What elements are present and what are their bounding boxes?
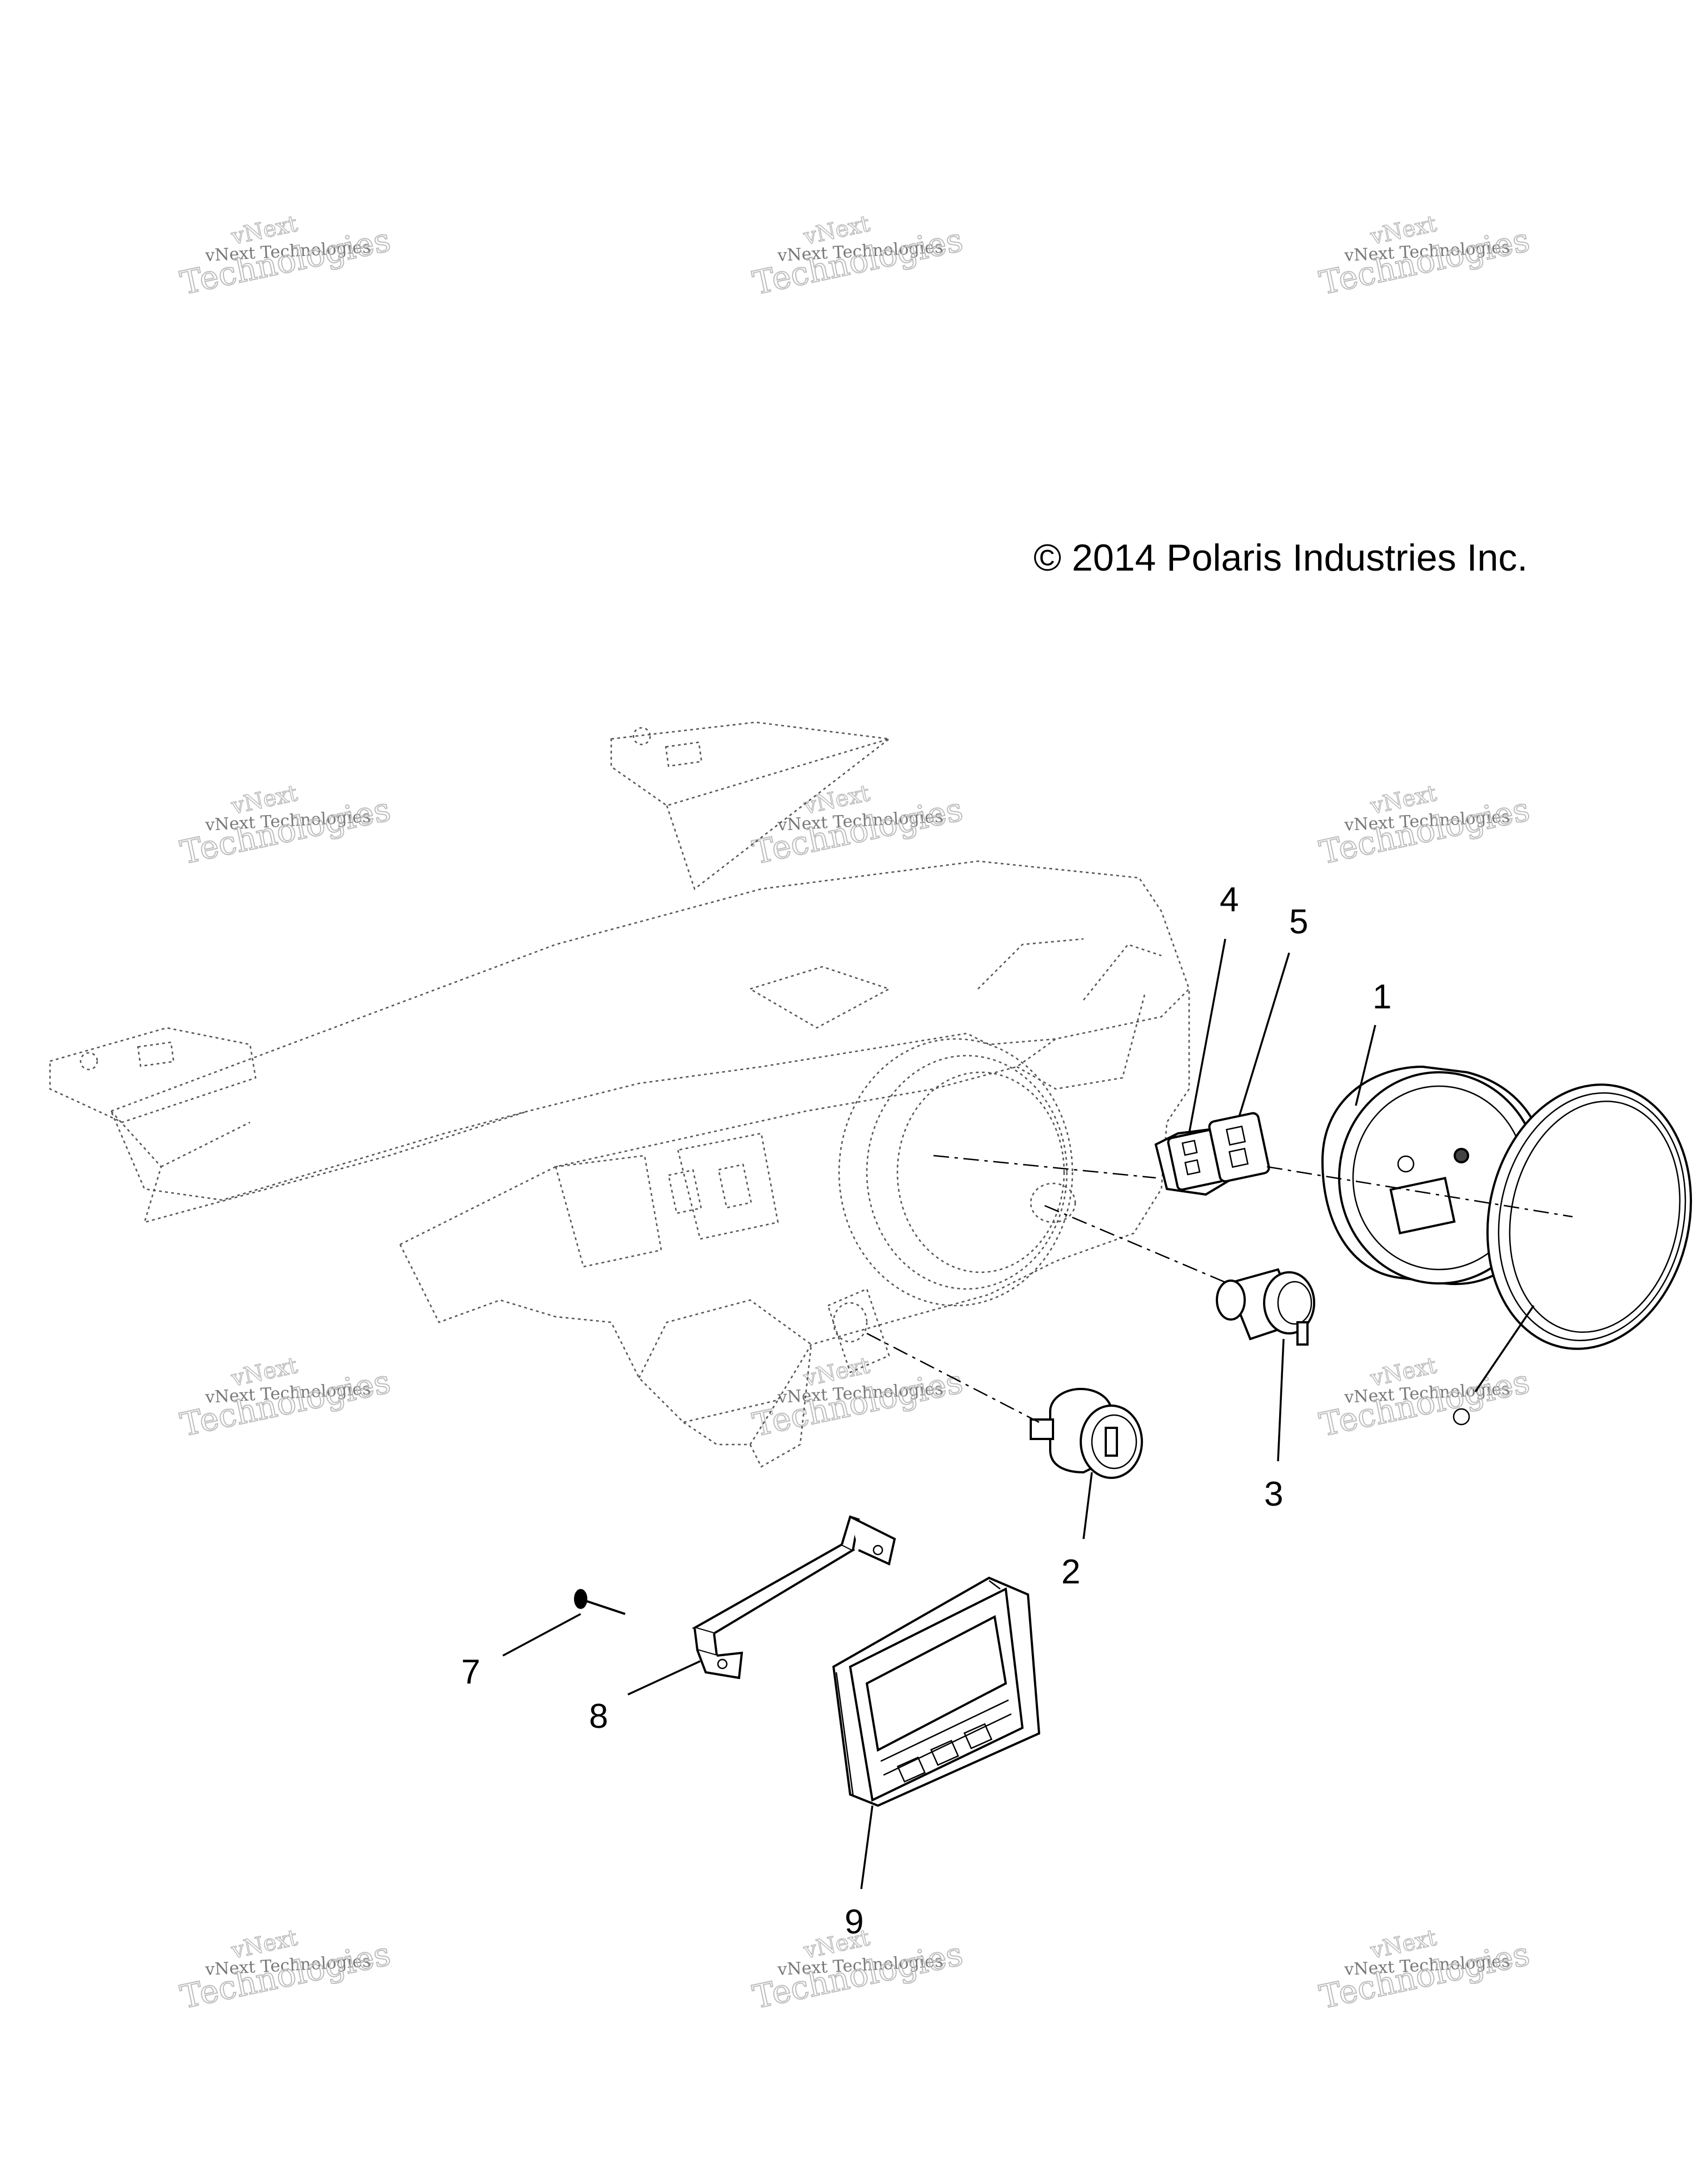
part-7-screw: [574, 1589, 626, 1615]
callout-7: 7: [461, 1653, 480, 1691]
part-1-bezel-ring: [1453, 1083, 1693, 1426]
part-8-bracket: [691, 1515, 896, 1680]
part-5-rocker-switch: [1208, 1112, 1270, 1183]
watermark: vNext vNext Technologies Technologies: [1316, 1352, 1534, 1445]
watermark: vNext vNext Technologies Technologies: [1316, 1925, 1534, 2017]
callout-4: 4: [1220, 881, 1239, 919]
watermark: vNext vNext Technologies Technologies: [1316, 211, 1534, 303]
assembly-centerlines: [866, 1155, 1573, 1423]
callout-3: 3: [1264, 1475, 1283, 1513]
watermark: vNext vNext Technologies Technologies: [749, 211, 967, 303]
watermark: vNext vNext Technologies Technologies: [749, 1352, 967, 1445]
callout-1: 1: [1372, 978, 1391, 1016]
part-2-key-switch: [1030, 1388, 1143, 1479]
watermark: vNext vNext Technologies Technologies: [177, 780, 395, 872]
leader-lines: [502, 938, 1535, 1890]
watermark: vNext vNext Technologies Technologies: [177, 1925, 395, 2017]
callout-5: 5: [1289, 903, 1308, 941]
callout-2: 2: [1061, 1553, 1080, 1591]
part-3-power-socket: [1216, 1268, 1315, 1346]
callout-8: 8: [589, 1697, 608, 1736]
callout-9: 9: [845, 1903, 864, 1941]
copyright-notice: © 2014 Polaris Industries Inc.: [1034, 537, 1528, 579]
callout-numbers: 1 2 3 4 5 7 8 9: [461, 881, 1391, 1941]
watermark: vNext vNext Technologies Technologies: [749, 780, 967, 872]
watermark: vNext vNext Technologies Technologies: [1316, 780, 1534, 872]
dashboard-panel-outline: [49, 721, 1190, 1468]
watermark: vNext vNext Technologies Technologies: [177, 211, 395, 303]
watermark: vNext vNext Technologies Technologies: [177, 1352, 395, 1445]
part-9-display-unit: [832, 1576, 1041, 1807]
